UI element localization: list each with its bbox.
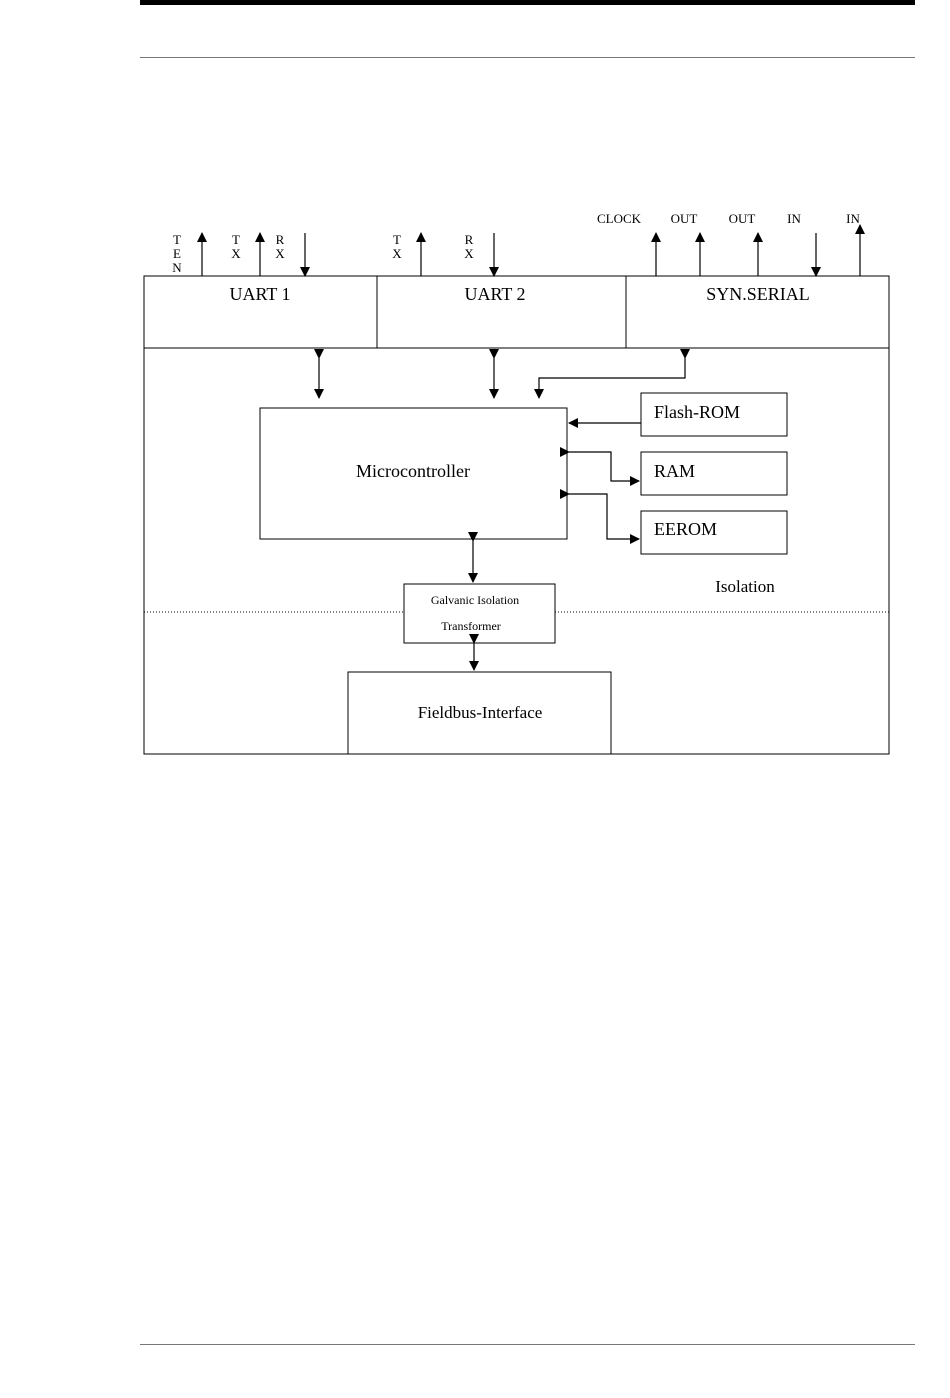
galvanic-label-line1: Galvanic Isolation <box>431 593 519 607</box>
syn-out2-label: OUT <box>729 211 756 226</box>
uart2-rx-label-x: X <box>464 246 474 261</box>
syn-serial-bus-arrow <box>539 358 685 398</box>
syn-in1-label: IN <box>787 211 801 226</box>
uart1-tx-label-x: X <box>231 246 241 261</box>
uart2-tx-label-x: X <box>392 246 402 261</box>
galvanic-label-line2: Transformer <box>441 619 501 633</box>
uart1-ten-label-e: E <box>173 246 181 261</box>
flash-rom-label: Flash-ROM <box>654 402 740 422</box>
syn-clock-label: CLOCK <box>597 211 642 226</box>
uart2-label: UART 2 <box>464 284 525 304</box>
uart1-rx-label-r: R <box>276 232 285 247</box>
ram-label: RAM <box>654 461 695 481</box>
uart1-label: UART 1 <box>229 284 290 304</box>
eerom-arrow <box>569 494 639 539</box>
fieldbus-interface-label: Fieldbus-Interface <box>418 703 543 722</box>
uart1-tx-label-t: T <box>232 232 240 247</box>
ram-arrow <box>569 452 639 481</box>
microcontroller-label: Microcontroller <box>356 461 470 481</box>
syn-out1-label: OUT <box>671 211 698 226</box>
isolation-label: Isolation <box>715 577 775 596</box>
uart1-rx-label-x: X <box>275 246 285 261</box>
uart2-tx-label-t: T <box>393 232 401 247</box>
uart1-ten-label-n: N <box>172 260 182 275</box>
uart2-rx-label-r: R <box>465 232 474 247</box>
uart1-ten-label-t: T <box>173 232 181 247</box>
syn-serial-label: SYN.SERIAL <box>706 284 810 304</box>
eerom-label: EEROM <box>654 519 717 539</box>
syn-in2-label: IN <box>846 211 860 226</box>
